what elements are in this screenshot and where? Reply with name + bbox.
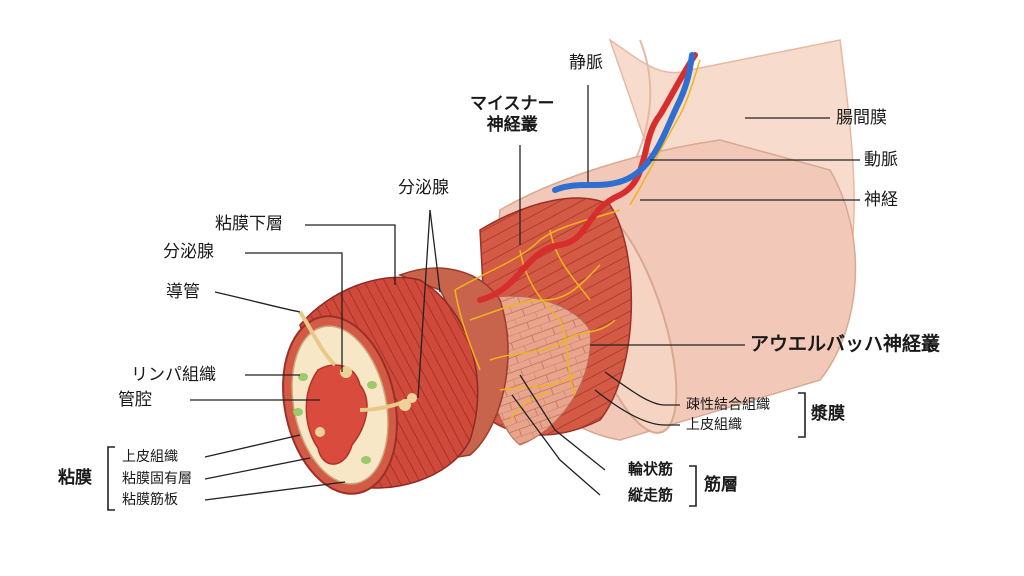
label-submucosa: 粘膜下層 bbox=[215, 214, 283, 234]
label-circular-muscle: 輪状筋 bbox=[628, 460, 674, 478]
gland-acinus bbox=[340, 366, 352, 378]
label-vein: 静脈 bbox=[569, 53, 603, 73]
nerve-network bbox=[454, 59, 701, 421]
leader-lines bbox=[190, 85, 860, 501]
lymph-nodule bbox=[367, 381, 377, 389]
label-muscularis: 筋層 bbox=[704, 475, 738, 495]
label-nerve: 神経 bbox=[864, 190, 898, 210]
label-mesentery: 腸間膜 bbox=[836, 108, 887, 128]
lymph-nodule bbox=[293, 408, 303, 416]
brackets bbox=[107, 392, 806, 511]
lumen bbox=[305, 364, 368, 465]
label-serosa: 漿膜 bbox=[811, 404, 845, 424]
label-secretory-gland-top: 分泌腺 bbox=[398, 178, 449, 198]
label-mucosa: 粘膜 bbox=[58, 468, 92, 488]
label-lymphoid-tissue: リンパ組織 bbox=[131, 365, 216, 385]
label-duct: 導管 bbox=[166, 282, 200, 302]
label-lumen: 管腔 bbox=[118, 390, 152, 410]
lymph-nodule bbox=[298, 373, 308, 381]
label-artery: 動脈 bbox=[864, 150, 898, 170]
label-longitudinal-muscle: 縦走筋 bbox=[628, 486, 674, 504]
label-lamina-propria: 粘膜固有層 bbox=[122, 471, 192, 487]
vein bbox=[552, 52, 695, 193]
label-mucosa-epithelium: 上皮組織 bbox=[122, 449, 178, 465]
label-secretory-gland: 分泌腺 bbox=[163, 242, 214, 262]
gland-acinus bbox=[399, 399, 411, 411]
label-serosa-epithelium: 上皮組織 bbox=[686, 417, 742, 433]
label-muscularis-mucosae: 粘膜筋板 bbox=[122, 492, 178, 508]
label-meissner-plexus: マイスナー 神経叢 bbox=[470, 94, 555, 136]
duct bbox=[298, 310, 337, 367]
gland-acinus bbox=[407, 393, 417, 403]
lymph-nodule bbox=[361, 456, 371, 464]
artery bbox=[477, 52, 698, 303]
gland-acinus bbox=[315, 427, 325, 437]
label-auerbach-plexus: アウエルバッハ神経叢 bbox=[750, 333, 941, 355]
label-loose-connective: 疎性結合組織 bbox=[686, 397, 770, 413]
